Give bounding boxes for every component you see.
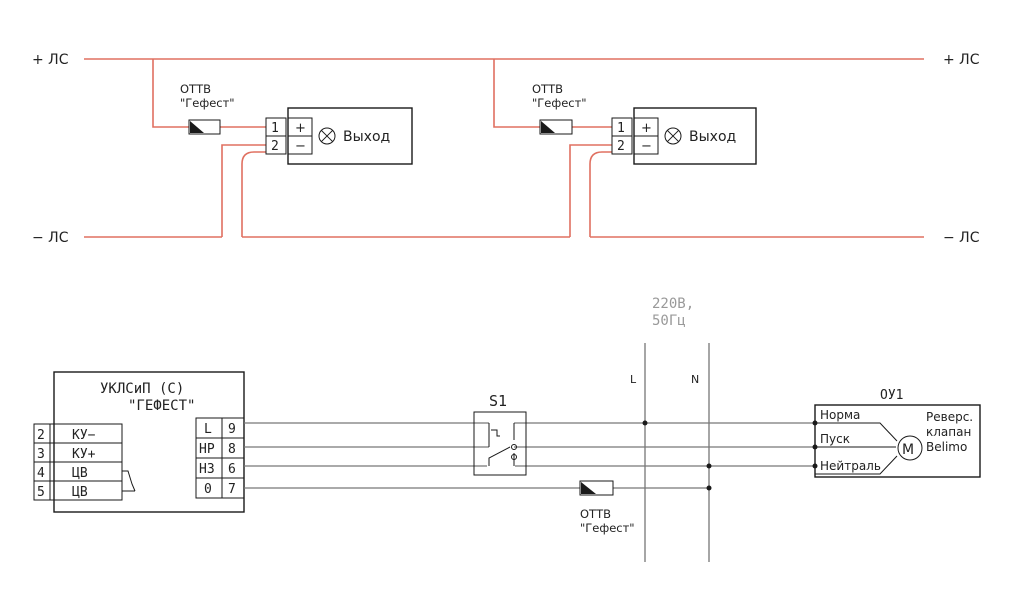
right-terminal-num: 7 <box>228 482 236 497</box>
unit1-plus-wire <box>152 59 266 128</box>
switch-s1: S1 <box>473 392 527 476</box>
left-terminal-num: 4 <box>37 466 45 481</box>
actuator-input-label: Нейтраль <box>820 459 881 473</box>
actuator-desc-line3: Belimo <box>926 440 967 454</box>
actuator-input-label: Норма <box>820 408 860 422</box>
sensor-label-line1: ОТТВ <box>580 507 611 521</box>
left-terminal-num: 5 <box>37 485 45 500</box>
actuator-box <box>814 404 981 478</box>
power-label-line1: 220В, <box>652 296 694 312</box>
minus-sign: − <box>641 139 652 154</box>
plus-line-label-right: + ЛС <box>943 52 980 68</box>
terminal-2-label: 2 <box>271 139 279 154</box>
output-label: Выход <box>689 129 736 145</box>
junction-dot <box>706 485 712 491</box>
switch-label: S1 <box>489 392 507 410</box>
junction-dot <box>706 463 712 469</box>
sensor-label-line2: "Гефест" <box>580 521 635 535</box>
right-terminal-name: 0 <box>204 482 212 497</box>
left-terminal-name: КУ− <box>72 428 96 443</box>
terminal-2-label: 2 <box>617 139 625 154</box>
unit2-plus-wire <box>493 59 612 128</box>
actuator-input-label: Пуск <box>820 432 850 446</box>
right-terminal-name: НЗ <box>199 462 215 477</box>
left-terminal-num: 3 <box>37 447 45 462</box>
power-label-line2: 50Гц <box>652 313 686 329</box>
minus-line-label-left: − ЛС <box>32 230 69 246</box>
plus-sign: + <box>295 121 306 136</box>
plus-sign: + <box>641 121 652 136</box>
phase-N-label: N <box>691 373 699 386</box>
actuator-designation: ОУ1 <box>880 388 903 403</box>
signal-wires <box>244 420 815 491</box>
top-circuit: + ЛС + ЛС − ЛС − ЛС ОТТВ "Гефест" 1 2 <box>32 52 980 246</box>
heat-sensor-icon <box>539 119 573 135</box>
switch-box <box>473 411 527 476</box>
right-terminal-num: 8 <box>228 442 236 457</box>
controller-title-line1: УКЛСиП (С) <box>100 381 184 397</box>
output-label: Выход <box>343 129 390 145</box>
sensor-label-line1: ОТТВ <box>532 82 563 96</box>
left-terminal-name: ЦВ <box>72 485 88 500</box>
actuator-desc-line2: клапан <box>926 425 971 439</box>
right-terminal-num: 6 <box>228 462 236 477</box>
right-terminal-name: L <box>204 422 212 437</box>
lamp-icon <box>318 127 336 145</box>
sensor-label-line2: "Гефест" <box>532 96 587 110</box>
switch-actuator-icon <box>491 429 500 437</box>
controller-ukls: УКЛСиП (С) "ГЕФЕСТ" 2 3 4 5 КУ− КУ+ ЦВ Ц… <box>33 371 245 513</box>
unit2-minus-in-wire <box>569 144 612 237</box>
terminal-1-label: 1 <box>617 121 625 136</box>
right-terminal-num: 9 <box>228 422 236 437</box>
motor-icon: M <box>897 435 923 461</box>
top-unit-1: ОТТВ "Гефест" 1 2 + − Выход <box>180 82 413 165</box>
bottom-heat-sensor: ОТТВ "Гефест" <box>579 480 635 535</box>
left-terminal-name: ЦВ <box>72 466 88 481</box>
unit2-minus-out-wire <box>589 151 612 237</box>
lamp-icon <box>664 127 682 145</box>
heat-sensor-icon <box>579 480 614 496</box>
right-terminal-name: НР <box>199 442 215 457</box>
junction-dot <box>642 420 648 426</box>
actuator-ou1: ОУ1 Норма Пуск Нейтраль M Реверс. клапан… <box>812 388 981 478</box>
phase-L-label: L <box>630 373 637 386</box>
unit1-minus-in-wire <box>221 144 266 237</box>
cv-loop-mark <box>122 470 136 492</box>
left-terminal-name: КУ+ <box>72 447 96 462</box>
motor-symbol: M <box>902 442 914 458</box>
plus-line-label-left: + ЛС <box>32 52 69 68</box>
switch-contacts <box>488 423 515 466</box>
unit1-minus-out-wire <box>241 151 266 237</box>
minus-sign: − <box>295 139 306 154</box>
bottom-circuit: 220В, 50Гц L N УКЛСиП (С) "ГЕФЕСТ" 2 3 4… <box>33 296 981 562</box>
minus-line-label-right: − ЛС <box>943 230 980 246</box>
top-unit-2: ОТТВ "Гефест" 1 2 + − Выход <box>532 82 757 165</box>
actuator-desc-line1: Реверс. <box>926 410 973 424</box>
sensor-label-line2: "Гефест" <box>180 96 235 110</box>
heat-sensor-icon <box>188 119 221 135</box>
terminal-1-label: 1 <box>271 121 279 136</box>
sensor-label-line1: ОТТВ <box>180 82 211 96</box>
left-terminal-num: 2 <box>37 428 45 443</box>
actuator-internal-wires <box>815 422 898 475</box>
controller-title-line2: "ГЕФЕСТ" <box>128 398 195 414</box>
